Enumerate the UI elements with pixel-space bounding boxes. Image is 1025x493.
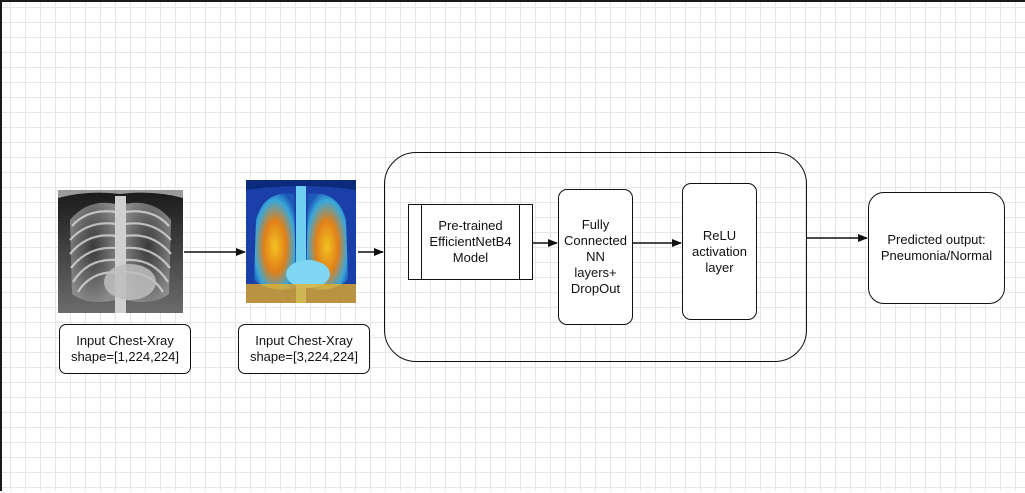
relu-box: ReLU activation layer [682, 183, 757, 320]
input-color-label-box: Input Chest-Xray shape=[3,224,224] [238, 324, 370, 374]
input-gray-label: Input Chest-Xray shape=[1,224,224] [70, 333, 180, 364]
pretrained-model-label: Pre-trained EfficientNetB4 Model [429, 218, 512, 265]
colorized-xray-image [246, 180, 356, 303]
relu-label: ReLU activation layer [692, 227, 747, 275]
input-gray-label-box: Input Chest-Xray shape=[1,224,224] [59, 324, 191, 374]
pretrained-model-box: Pre-trained EfficientNetB4 Model [408, 204, 533, 280]
process-left-bar [421, 205, 422, 279]
model-container [384, 152, 807, 362]
output-label: Predicted output: Pneumonia/Normal [880, 232, 993, 263]
fully-connected-label: Fully Connected NN layers+ DropOut [564, 217, 627, 296]
output-box: Predicted output: Pneumonia/Normal [868, 192, 1005, 304]
grayscale-xray-image [58, 190, 183, 313]
input-color-label: Input Chest-Xray shape=[3,224,224] [249, 333, 359, 364]
process-right-bar [519, 205, 520, 279]
fully-connected-box: Fully Connected NN layers+ DropOut [558, 189, 633, 325]
